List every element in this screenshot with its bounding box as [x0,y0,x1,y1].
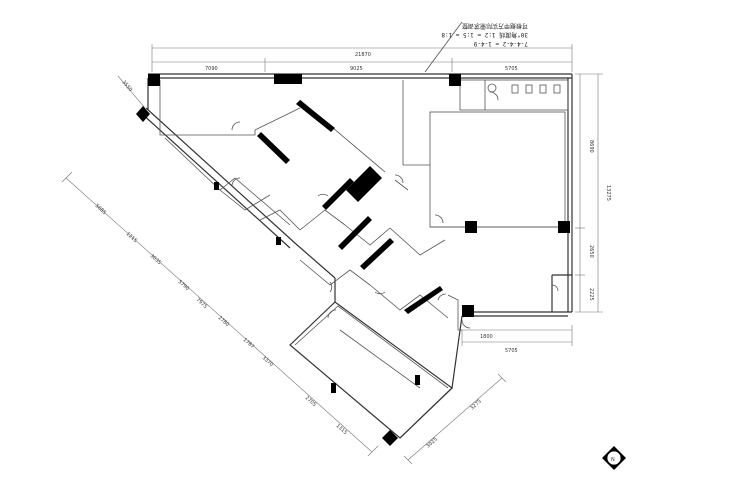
dim-top-total: 21870 [355,52,371,58]
right-dimension-lines: 8690 13275 2650 2225 [575,73,611,313]
top-dimension-lines: 21870 7090 9025 5705 [151,44,573,72]
dim-right-low: 2225 [588,288,594,301]
dim-top-right: 5705 [505,66,518,72]
dim-diag-5: 2780 [217,315,230,328]
dim-diag-7: 3370 [261,355,274,368]
compass-label: N [611,457,615,463]
dim-diag-8: 7975 [195,297,208,310]
dim-diag-2: 1215 [125,231,138,244]
dim-diag-10: 1315 [335,423,348,436]
left-dimension: 3550 [117,75,146,109]
structural-columns [136,74,570,446]
dim-right-mid: 2650 [588,245,594,258]
dim-diag-6: 1787 [242,337,255,350]
dim-bottom-diag-a: 3025 [425,437,438,450]
dim-top-left: 7090 [205,66,218,72]
dim-bottom-right: 5705 [505,348,518,354]
dim-diag-1: 5685 [94,203,107,216]
dim-diag-4: 5790 [177,279,190,292]
bottom-right-dimension: 5705 1800 [461,325,573,354]
dim-right-tall: 8690 [588,140,594,153]
note-line-3: 7-4-4-2 = 1-4-9 [473,40,528,47]
dim-top-mid: 9025 [350,66,363,72]
door-swings [231,91,559,329]
plan-notes: 可根据甲方实际需求调整 30°角度线 1:2 = 1:5 = 1:8 7-4-4… [424,21,528,73]
dim-diag-9: 2705 [304,395,317,408]
compass: N [602,446,626,470]
dim-right-total: 13275 [605,185,611,201]
note-line-2: 30°角度线 1:2 = 1:5 = 1:8 [441,31,528,39]
dim-bottom-diag-b: 3275 [469,399,482,412]
dim-left-short: 3550 [120,79,133,93]
building-outline [139,73,573,439]
dim-room-w1: 1800 [480,334,493,340]
dim-diag-3: 3035 [149,253,162,266]
note-line-1: 可根据甲方实际需求调整 [462,22,528,30]
